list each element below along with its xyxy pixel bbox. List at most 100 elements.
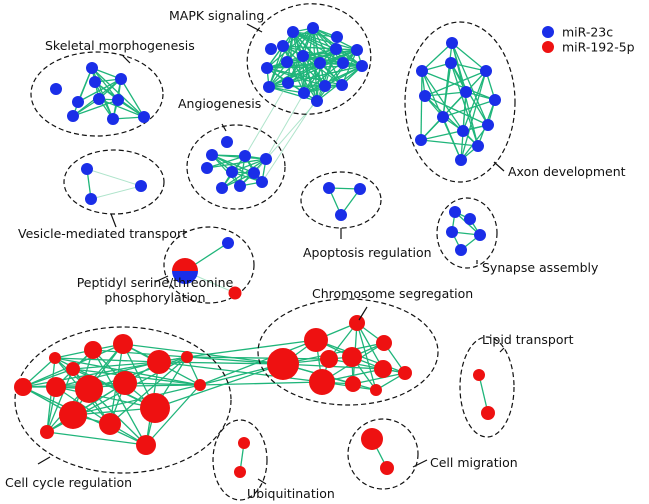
gene-node: [46, 377, 66, 397]
gene-node: [59, 401, 87, 429]
gene-node: [320, 350, 338, 368]
gene-node: [398, 366, 412, 380]
label-leader-line: [412, 459, 428, 468]
network-edge: [424, 95, 489, 126]
network-edge: [206, 158, 267, 169]
gene-node: [480, 65, 492, 77]
network-edge: [451, 42, 487, 72]
network-edge: [282, 45, 318, 102]
cluster-outline-peptidyl: [163, 226, 255, 304]
gene-node: [464, 213, 476, 225]
label-leader-line: [122, 55, 131, 64]
gene-node: [330, 43, 342, 55]
gene-node: [239, 150, 251, 162]
gene-node: [482, 119, 494, 131]
network-edge: [420, 124, 489, 141]
network-edge: [90, 185, 142, 200]
network-edge: [72, 384, 201, 416]
gene-node: [314, 57, 326, 69]
cluster-outline-chromo: [257, 298, 439, 406]
network-edge: [46, 368, 74, 433]
network-edge: [462, 70, 487, 132]
gene-node: [449, 206, 461, 218]
gene-node: [113, 334, 133, 354]
gene-node: [416, 65, 428, 77]
legend-label: miR-192-5p: [562, 40, 635, 55]
cluster-label-migration: Cell migration: [430, 455, 518, 470]
network-edge: [158, 361, 323, 383]
gene-node: [307, 22, 319, 34]
cluster-outline-skeletal: [30, 51, 164, 137]
network-edge: [98, 98, 145, 118]
label-leader-line: [257, 478, 267, 485]
network-edge: [231, 158, 267, 173]
network-edge: [268, 27, 314, 88]
network-edge: [420, 70, 423, 141]
gene-node: [331, 31, 343, 43]
network-edge: [109, 356, 188, 425]
gene-node: [138, 111, 150, 123]
gene-node: [287, 26, 299, 38]
gene-node: [460, 86, 472, 98]
gene-node: [474, 229, 486, 241]
network-edge: [22, 382, 126, 388]
gene-node: [40, 425, 54, 439]
gene-node: [323, 182, 335, 194]
legend-label: miR-23c: [562, 25, 613, 40]
network-edge: [424, 91, 467, 97]
gene-node: [336, 79, 348, 91]
cluster-label-cellcycle: Cell cycle regulation: [5, 475, 132, 490]
gene-node: [222, 237, 234, 249]
gene-node: [361, 428, 383, 450]
network-edge: [268, 62, 321, 88]
cluster-label-axon: Axon development: [508, 164, 626, 179]
network-edge: [211, 154, 241, 187]
gene-node: [304, 328, 328, 352]
gene-node: [455, 244, 467, 256]
network-edge: [72, 368, 201, 386]
network-edge: [442, 62, 452, 118]
network-edge: [86, 168, 142, 187]
gene-node: [206, 149, 218, 161]
gene-node: [194, 379, 206, 391]
gene-node: [72, 96, 84, 108]
label-leader-line: [37, 456, 51, 465]
network-edge: [186, 356, 284, 365]
legend-marker-mir-192-5p: [542, 41, 554, 53]
gene-node: [354, 183, 366, 195]
gene-node: [86, 62, 98, 74]
network-edge: [292, 31, 305, 94]
cluster-label-vesicle: Vesicle-mediated transport: [18, 226, 187, 241]
gene-node: [356, 60, 368, 72]
gene-node: [260, 153, 272, 165]
cluster-outline-mapk: [246, 3, 372, 115]
cluster-label-apoptosis: Apoptosis regulation: [303, 245, 432, 260]
gene-node: [256, 176, 268, 188]
gene-node: [481, 406, 495, 420]
gene-node: [335, 209, 347, 221]
label-leader-line: [154, 275, 169, 283]
cluster-outlines: [14, 3, 516, 501]
gene-node: [265, 43, 277, 55]
gene-node: [473, 369, 485, 381]
network-edge: [154, 363, 284, 409]
gene-node: [14, 378, 32, 396]
network-edge: [302, 55, 326, 87]
gene-node: [238, 437, 250, 449]
cluster-label-synapse: Synapse assembly: [482, 260, 599, 275]
gene-node: [489, 94, 501, 106]
network-edge: [451, 42, 489, 126]
network-edge: [421, 42, 453, 72]
shared-gene-node: [172, 258, 198, 284]
network-edge: [55, 386, 156, 409]
gene-node: [147, 350, 171, 374]
gene-node: [446, 37, 458, 49]
gene-node: [351, 44, 363, 56]
gene-node: [201, 162, 213, 174]
network-edge: [158, 361, 284, 365]
network-edge: [356, 322, 377, 391]
gene-node: [216, 182, 228, 194]
gene-node: [281, 56, 293, 68]
